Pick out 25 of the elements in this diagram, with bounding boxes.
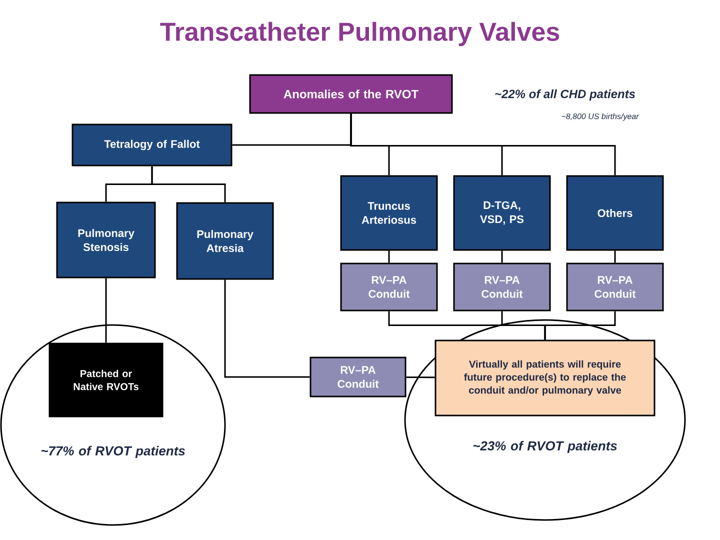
title: Transcatheter Pulmonary Valves bbox=[160, 22, 560, 46]
process-box: RV–PA Conduit bbox=[566, 262, 664, 312]
note-text: ~22% of all CHD patients bbox=[495, 89, 636, 101]
connector bbox=[151, 166, 226, 202]
process-box: RV–PA Conduit bbox=[340, 262, 438, 312]
process-box: Others bbox=[566, 175, 664, 251]
process-box: Patched or Native RVOTs bbox=[48, 342, 164, 418]
process-box: Tetralogy of Fallot bbox=[72, 124, 232, 166]
connector bbox=[105, 278, 107, 343]
process-box: Virtually all patients will require future procedure(s) to replace the conduit and/or pulmonary valve bbox=[434, 340, 656, 416]
process-box: D-TGA, VSD, PS bbox=[453, 175, 551, 251]
connector bbox=[388, 250, 390, 263]
process-box: Truncus Arteriosus bbox=[340, 175, 438, 251]
connector bbox=[406, 376, 435, 378]
process-box: Pulmonary Atresia bbox=[176, 202, 274, 280]
process-box: Anomalies of the RVOT bbox=[249, 74, 453, 114]
connector bbox=[350, 114, 616, 176]
connector bbox=[544, 311, 616, 340]
connector bbox=[614, 250, 616, 263]
note-text: ~8,800 US births/year bbox=[562, 113, 640, 121]
connector bbox=[501, 250, 503, 263]
process-box: RV–PA Conduit bbox=[310, 356, 406, 398]
process-box: RV–PA Conduit bbox=[453, 262, 551, 312]
process-box: Pulmonary Stenosis bbox=[56, 202, 156, 278]
connector bbox=[224, 280, 310, 378]
